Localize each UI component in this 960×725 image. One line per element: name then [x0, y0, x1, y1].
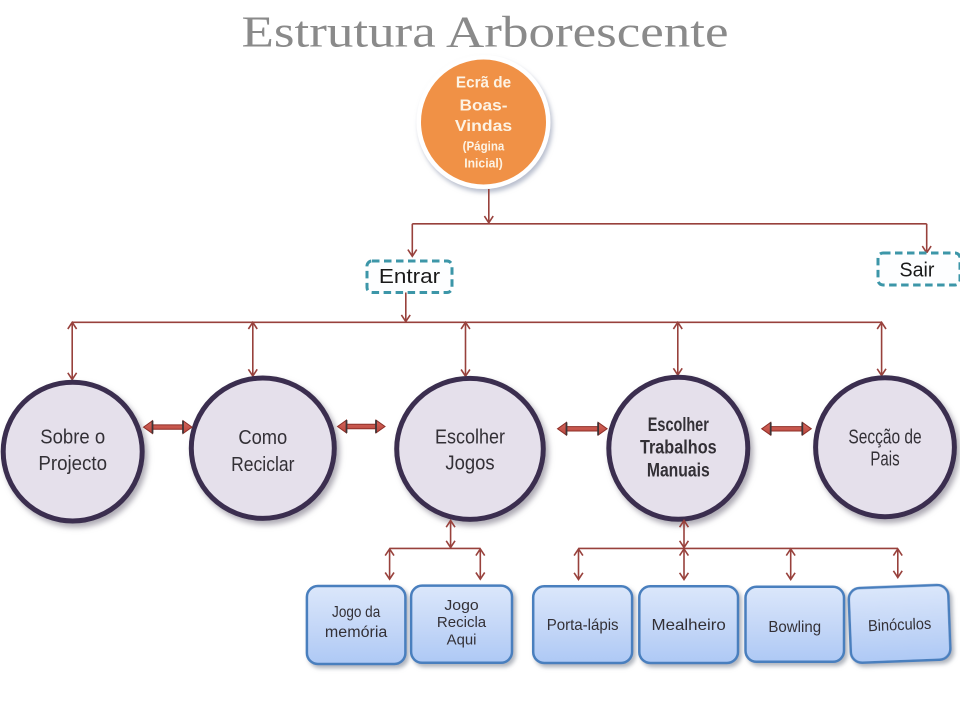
svg-text:Projecto: Projecto [38, 453, 107, 475]
svg-text:Inicial): Inicial) [464, 156, 503, 170]
svg-text:Binóculos: Binóculos [868, 616, 932, 635]
svg-text:Sair: Sair [900, 259, 935, 282]
svg-text:Porta-lápis: Porta-lápis [547, 617, 619, 634]
svg-text:Trabalhos: Trabalhos [640, 437, 717, 458]
svg-text:Pais: Pais [870, 449, 899, 471]
svg-text:Escolher: Escolher [648, 415, 710, 436]
svg-text:Ecrã de: Ecrã de [456, 75, 511, 92]
svg-text:Mealheiro: Mealheiro [652, 617, 726, 634]
svg-text:Como: Como [238, 427, 287, 449]
svg-text:Bowling: Bowling [768, 619, 821, 636]
svg-text:Estrutura Arborescente: Estrutura Arborescente [242, 8, 729, 57]
svg-text:Aqui: Aqui [447, 633, 477, 649]
svg-text:Jogo: Jogo [444, 598, 478, 614]
svg-text:Recicla: Recicla [437, 615, 487, 631]
svg-text:Vindas: Vindas [455, 118, 512, 135]
svg-text:Escolher: Escolher [435, 426, 505, 448]
svg-text:Reciclar: Reciclar [231, 454, 295, 476]
svg-text:Jogos: Jogos [445, 453, 494, 475]
svg-text:Manuais: Manuais [647, 461, 710, 482]
svg-text:Sobre o: Sobre o [40, 426, 105, 448]
svg-text:Secção de: Secção de [848, 426, 921, 448]
svg-text:memória: memória [325, 624, 388, 641]
svg-text:(Página: (Página [463, 139, 506, 153]
svg-text:Jogo da: Jogo da [332, 604, 381, 621]
svg-text:Boas-: Boas- [460, 97, 508, 114]
svg-text:Entrar: Entrar [379, 265, 440, 288]
